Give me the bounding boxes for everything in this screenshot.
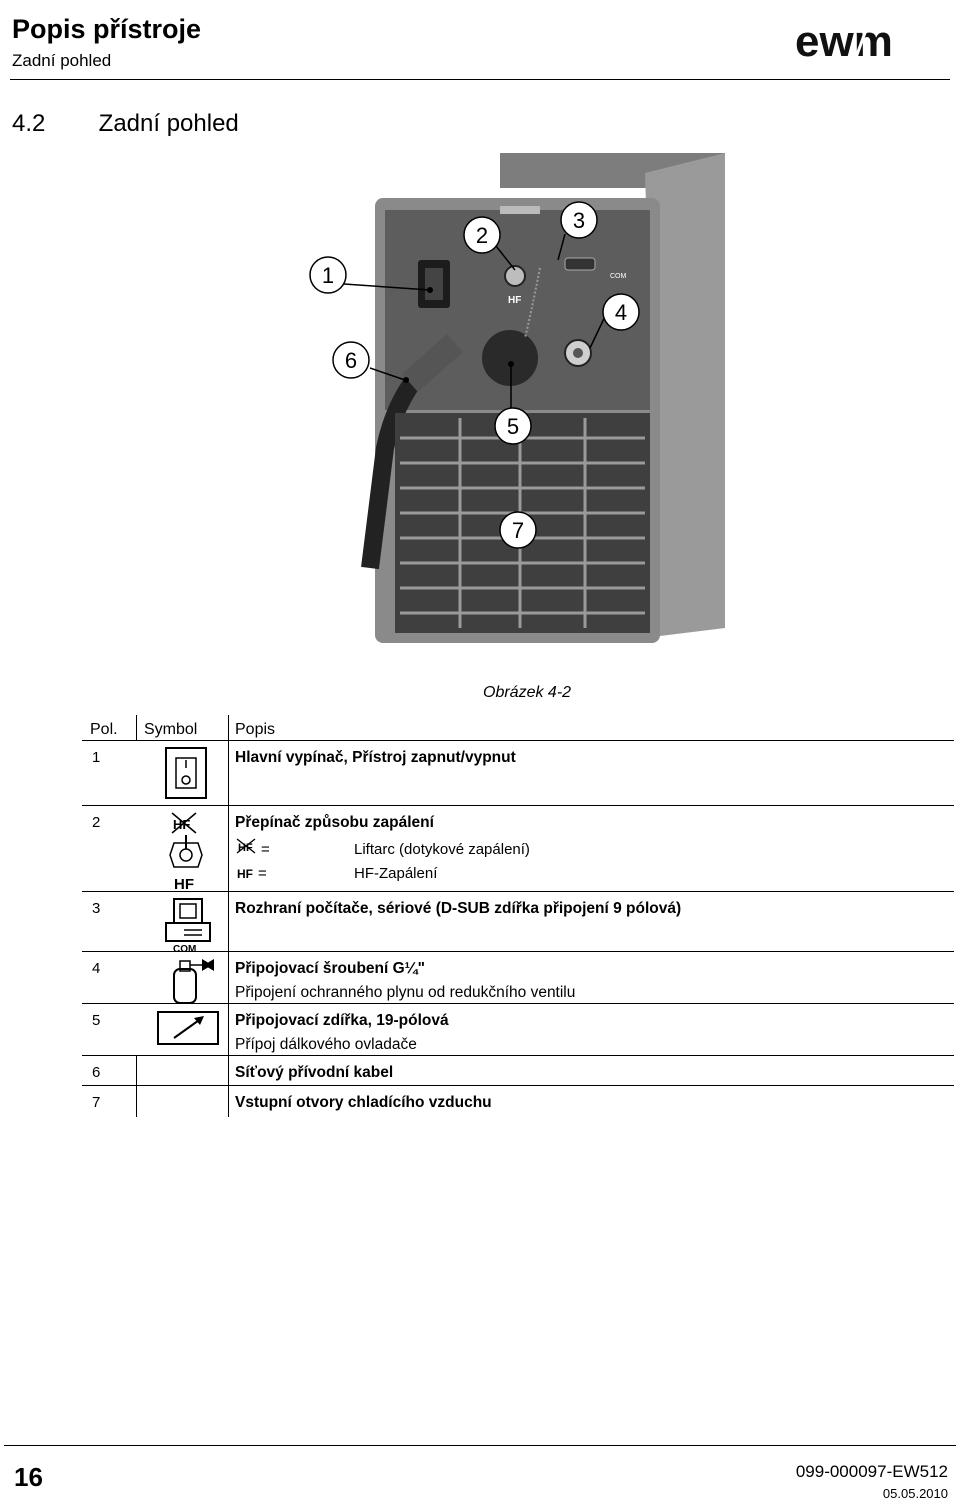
row-title: Vstupní otvory chladícího vzduchu: [235, 1094, 492, 1111]
header-rule: [10, 79, 950, 80]
option-value: Liftarc (dotykové zapálení): [354, 841, 530, 858]
row-title: Přepínač způsobu zapálení: [235, 814, 434, 831]
document-number: 099-000097-EW512: [795, 1462, 948, 1481]
row-subtitle: Přípoj dálkového ovladače: [235, 1036, 417, 1053]
remote-control-socket-icon: [157, 1011, 219, 1045]
row-pos: 6: [92, 1064, 101, 1081]
device-rear-photo: HF COM 1 2 3 4 5 6: [309, 153, 725, 643]
callout-3: 3: [560, 201, 598, 239]
row-pos: 4: [92, 960, 101, 977]
option-key: HF: [237, 867, 253, 881]
row-title: Hlavní vypínač, Přístroj zapnut/vypnut: [235, 749, 516, 766]
svg-text:4: 4: [615, 300, 627, 325]
sym-com-label: COM: [173, 944, 196, 953]
ewm-logo: ewm: [795, 18, 893, 66]
col-header-desc: Popis: [235, 721, 276, 738]
power-switch-icon: [165, 747, 207, 799]
row-pos: 7: [92, 1094, 101, 1111]
page-title: Popis přístroje: [12, 14, 202, 44]
svg-text:2: 2: [476, 223, 488, 248]
row-subtitle: Připojení ochranného plynu od redukčního…: [235, 984, 576, 1001]
col-header-pos: Pol.: [90, 721, 118, 738]
figure-caption: Obrázek 4-2: [483, 684, 572, 701]
row-title: Připojovací šroubení G¼": [235, 960, 425, 977]
logo-text: ewm: [795, 18, 893, 66]
callout-7: 7: [499, 511, 537, 549]
row-pos: 3: [92, 900, 101, 917]
callout-1: 1: [309, 256, 347, 294]
liftarc-hf-crossed-icon: HF: [236, 838, 256, 854]
panel-hf-label: HF: [508, 295, 521, 306]
option-value: HF-Zapálení: [354, 865, 438, 882]
row-title: Připojovací zdířka, 19-pólová: [235, 1012, 449, 1029]
document-date: 05.05.2010: [882, 1486, 948, 1501]
section-heading: 4.2 Zadní pohled: [12, 110, 239, 138]
row-title: Rozhraní počítače, sériové (D-SUB zdířka…: [235, 900, 682, 917]
option-eq: =: [261, 841, 270, 858]
svg-text:6: 6: [345, 348, 357, 373]
sym-hf-label: HF: [174, 876, 194, 893]
callout-4: 4: [602, 293, 640, 331]
svg-text:1: 1: [322, 263, 334, 288]
page-number: 16: [14, 1462, 43, 1492]
row-pos: 2: [92, 814, 101, 831]
callout-6: 6: [332, 341, 370, 379]
page-subtitle: Zadní pohled: [12, 51, 112, 70]
callout-2: 2: [463, 216, 501, 254]
row-pos: 1: [92, 749, 101, 766]
svg-text:HF: HF: [238, 842, 253, 854]
ignition-switch-icon: HF HF: [169, 812, 203, 893]
col-header-symbol: Symbol: [144, 721, 198, 738]
callout-5: 5: [494, 407, 532, 445]
footer-rule: [4, 1445, 956, 1446]
section-title: Zadní pohled: [98, 110, 239, 137]
option-eq: =: [258, 865, 267, 882]
panel-com-label: COM: [610, 273, 627, 280]
svg-text:7: 7: [512, 518, 524, 543]
row-title: Síťový přívodní kabel: [235, 1064, 394, 1081]
section-number: 4.2: [12, 110, 46, 137]
row-pos: 5: [92, 1012, 101, 1029]
svg-text:5: 5: [507, 414, 519, 439]
svg-text:3: 3: [573, 208, 585, 233]
gas-cylinder-icon: [173, 959, 214, 1004]
computer-interface-icon: COM: [165, 898, 211, 953]
